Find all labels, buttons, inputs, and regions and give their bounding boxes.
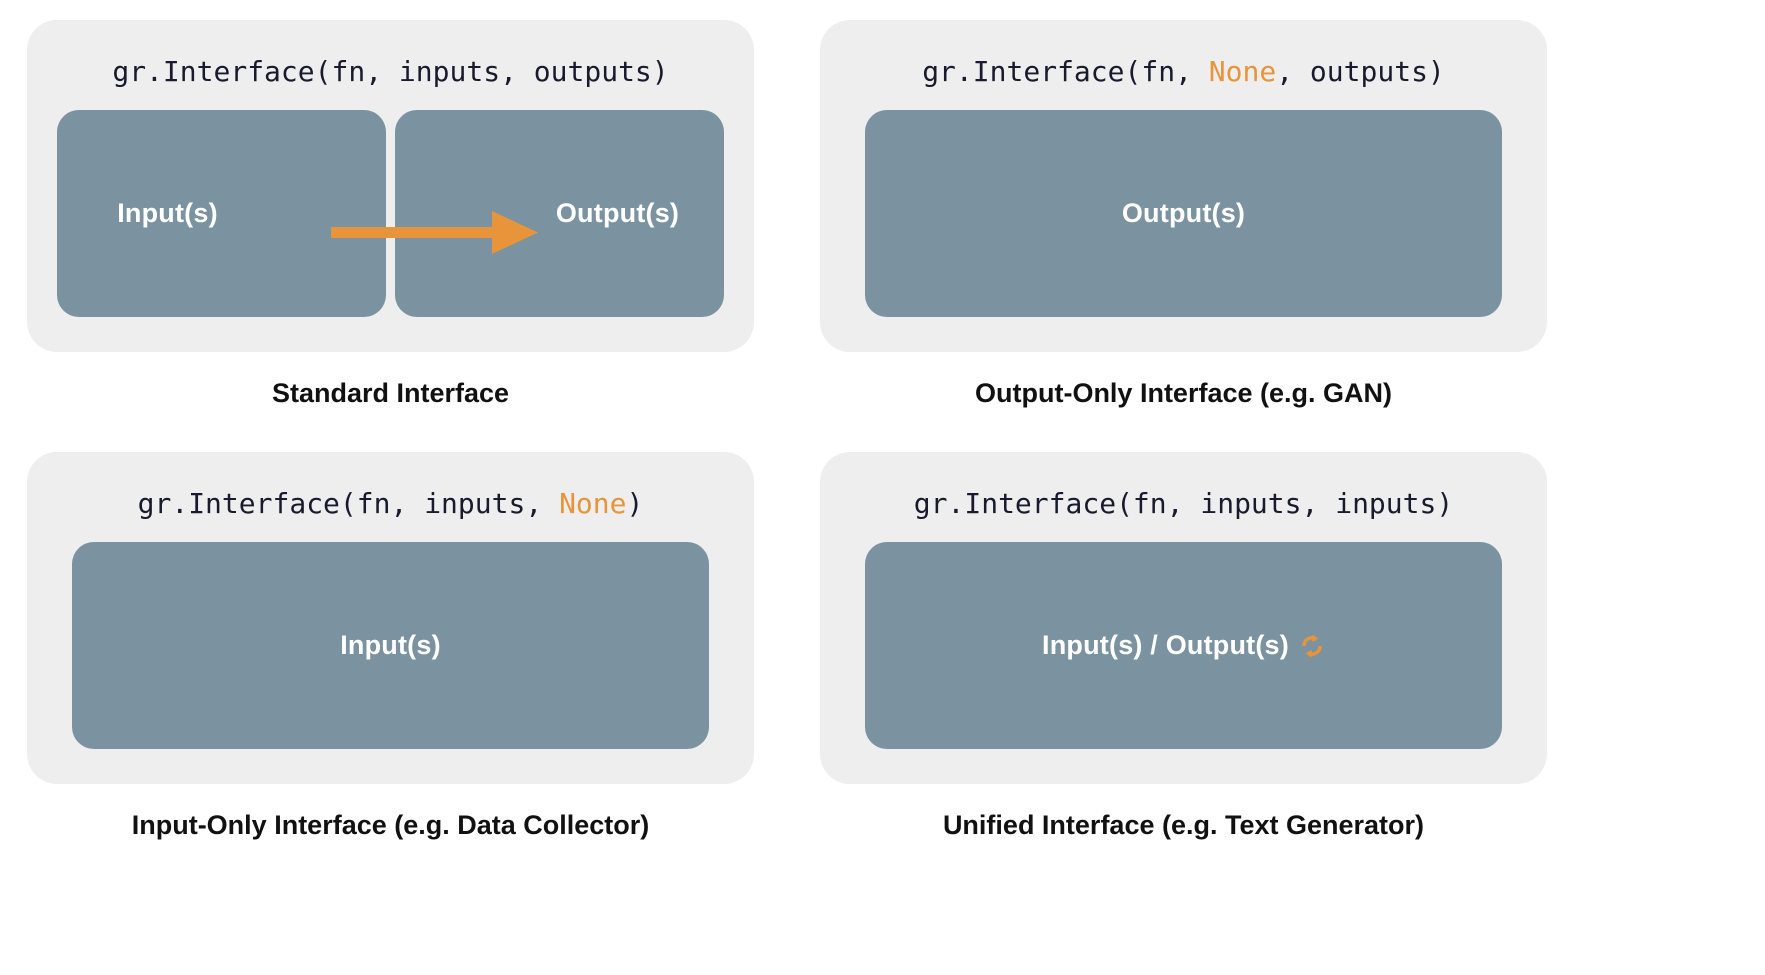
code-text-plain: gr.Interface(fn, inputs, inputs)	[913, 487, 1454, 520]
input-box[interactable]: Input(s)	[72, 542, 709, 749]
input-output-box-label-wrap: Input(s) / Output(s)	[1042, 632, 1325, 659]
input-box[interactable]: Input(s)	[57, 110, 386, 317]
code-text-plain: gr.Interface(fn, inputs, outputs)	[112, 55, 669, 88]
panel-unified-body: gr.Interface(fn, inputs, inputs) Input(s…	[820, 452, 1547, 784]
code-signature-output-only: gr.Interface(fn, None, outputs)	[922, 58, 1445, 86]
panel-output-only-body: gr.Interface(fn, None, outputs) Output(s…	[820, 20, 1547, 352]
input-output-box[interactable]: Input(s) / Output(s)	[865, 542, 1502, 749]
code-token-none: None	[559, 487, 627, 520]
panel-unified-interface: gr.Interface(fn, inputs, inputs) Input(s…	[820, 452, 1547, 839]
code-signature-standard: gr.Interface(fn, inputs, outputs)	[112, 58, 668, 86]
code-text-suffix: , outputs)	[1276, 55, 1445, 88]
panel-output-only-interface: gr.Interface(fn, None, outputs) Output(s…	[820, 20, 1547, 407]
caption-output-only-interface: Output-Only Interface (e.g. GAN)	[974, 378, 1392, 408]
code-text-suffix: )	[626, 487, 644, 520]
io-boxes-row-output-only: Output(s)	[850, 110, 1517, 317]
panel-standard-body: gr.Interface(fn, inputs, outputs) Input(…	[27, 20, 754, 352]
input-output-box-label: Input(s) / Output(s)	[1042, 630, 1289, 660]
output-box[interactable]: Output(s)	[865, 110, 1502, 317]
output-box[interactable]: Output(s)	[395, 110, 724, 317]
code-signature-input-only: gr.Interface(fn, inputs, None)	[138, 490, 644, 518]
code-text-prefix: gr.Interface(fn, inputs,	[137, 487, 560, 520]
input-box-label: Input(s)	[117, 198, 218, 228]
caption-input-only-interface: Input-Only Interface (e.g. Data Collecto…	[131, 810, 650, 840]
caption-unified-interface: Unified Interface (e.g. Text Generator)	[942, 810, 1425, 840]
code-signature-unified: gr.Interface(fn, inputs, inputs)	[914, 490, 1453, 518]
panel-input-only-interface: gr.Interface(fn, inputs, None) Input(s) …	[27, 452, 754, 839]
output-box-label: Output(s)	[555, 198, 680, 228]
refresh-loop-icon	[1299, 633, 1325, 659]
io-boxes-row-standard: Input(s) Output(s)	[57, 110, 724, 317]
output-box-label: Output(s)	[1121, 198, 1246, 228]
io-boxes-row-input-only: Input(s)	[57, 542, 724, 749]
panel-standard-interface: gr.Interface(fn, inputs, outputs) Input(…	[27, 20, 754, 407]
input-box-label: Input(s)	[340, 630, 441, 660]
code-text-prefix: gr.Interface(fn,	[922, 55, 1209, 88]
code-token-none: None	[1208, 55, 1277, 88]
caption-standard-interface: Standard Interface	[271, 378, 510, 408]
io-boxes-row-unified: Input(s) / Output(s)	[850, 542, 1517, 749]
panel-input-only-body: gr.Interface(fn, inputs, None) Input(s)	[27, 452, 754, 784]
